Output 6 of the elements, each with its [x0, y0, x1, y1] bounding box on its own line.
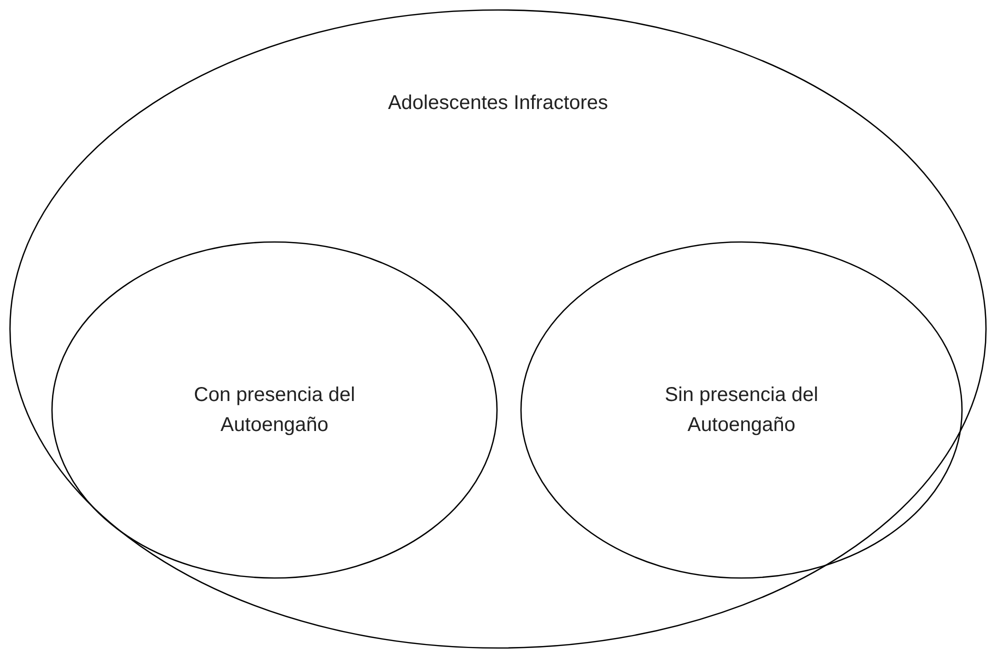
set-ellipse [10, 10, 986, 648]
set-label: Adolescentes Infractores [388, 91, 608, 116]
set-label: Sin presencia del Autoengaño [664, 383, 820, 438]
set-ellipse [521, 242, 962, 578]
set-label: Con presencia del Autoengaño [192, 383, 356, 438]
set-ellipse [52, 242, 497, 578]
